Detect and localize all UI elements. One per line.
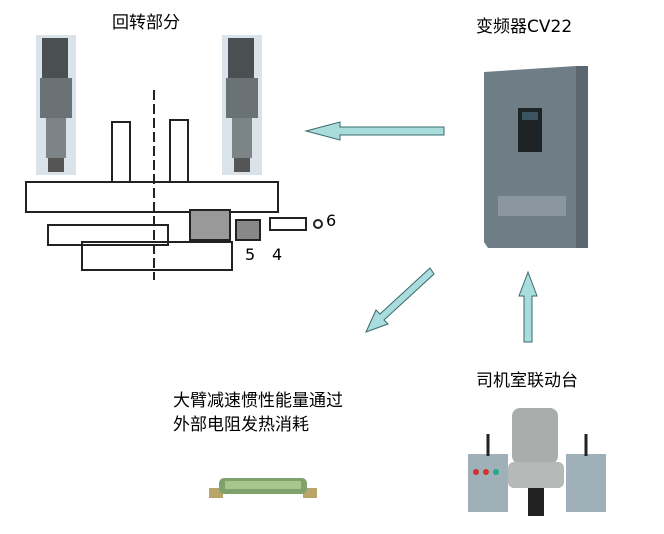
cab-console-image <box>468 408 606 516</box>
part-number-6: 6 <box>326 211 336 230</box>
cab-console-label: 司机室联动台 <box>476 371 578 391</box>
braking-resistor <box>209 478 317 498</box>
motor-left <box>36 35 76 175</box>
base-frame <box>25 181 279 213</box>
slewing-mechanism-diagram: 5 4 6 <box>25 35 336 280</box>
resistor-label-line2: 外部电阻发热消耗 <box>173 415 309 435</box>
motor-right <box>222 35 262 175</box>
arrow-inverter-to-slewing <box>304 121 445 141</box>
inverter-cabinet <box>484 66 588 248</box>
part-number-5: 5 <box>245 245 255 264</box>
inverter-label: 变频器CV22 <box>476 17 573 37</box>
resistor-label-line1: 大臂减速惯性能量通过 <box>173 391 343 411</box>
arrow-inverter-to-resistor <box>365 267 435 333</box>
slewing-section-label: 回转部分 <box>112 13 180 33</box>
part-number-4: 4 <box>272 245 282 264</box>
arrow-cab-to-inverter <box>518 270 538 343</box>
